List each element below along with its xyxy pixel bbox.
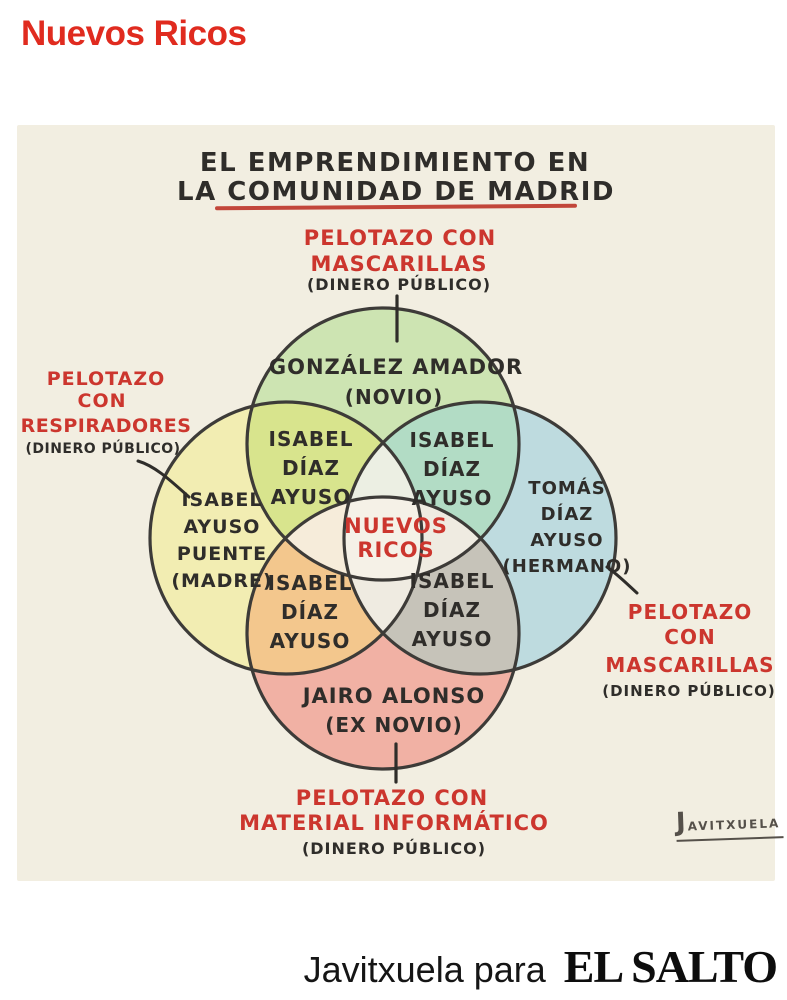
callout-right-note: (DINERO PÚBLICO) [602,682,776,700]
circle-left-outline [148,400,424,676]
circle-left-line2: AYUSO [183,515,261,538]
callout-bottom-line1: PELOTAZO CON [295,786,489,810]
circle-bottom-name: JAIRO ALONSO [302,684,486,708]
overlap-bl-line3: AYUSO [269,629,351,653]
callout-bottom-note: (DINERO PÚBLICO) [301,839,487,858]
pointer-line-left [136,459,191,499]
overlap-tl-line1: ISABEL [268,427,354,451]
cartoon-title-line1: EL EMPRENDIMIENTO EN [199,148,591,178]
circle-right-line1: TOMÁS [528,478,606,499]
artist-signature: JAVITXUELA [675,804,784,842]
callout-left-line2: CON [77,390,127,412]
article-headline: Nuevos Ricos [21,14,247,53]
callout-left-note: (DINERO PÚBLICO) [25,441,181,457]
overlap-bl-line1: ISABEL [267,571,353,595]
center-label-line1: NUEVOS [344,514,448,538]
callout-left-line1: PELOTAZO [46,368,166,390]
center-label: NUEVOS RICOS [344,514,448,562]
callout-top-note: (DINERO PÚBLICO) [306,275,492,294]
circle-left-line4: (MADRE) [171,569,273,592]
circle-right-line4: (HERMANO) [502,555,632,577]
circle-bottom-outline [245,495,521,771]
circle-top-role: (NOVIO) [344,385,444,409]
overlap-bottom-left-label: ISABEL DÍAZ AYUSO [268,569,353,656]
overlap-tr-line1: ISABEL [409,428,495,452]
pointer-line-right [605,565,639,595]
circle-top-name: GONZÁLEZ AMADOR [268,355,524,379]
circle-bottom-role: (EX NOVIO) [325,713,463,737]
circle-left-line3: PUENTE [176,542,268,565]
overlap-top-left-label: ISABEL DÍAZ AYUSO [269,425,354,512]
artist-signature-text: JAVITXUELA [675,804,784,842]
cartoon-title-line2: LA COMUNIDAD DE MADRID [177,177,615,207]
callout-right-line3: MASCARILLAS [605,653,775,677]
circle-right-line3: AYUSO [530,529,604,551]
overlap-tl-line2: DÍAZ [281,456,341,480]
circle-top-outline [245,306,521,582]
circle-left-line1: ISABEL [181,489,263,511]
publication-logo: EL SALTO [563,941,778,992]
overlap-br-line3: AYUSO [411,627,493,651]
overlap-tr-line2: DÍAZ [422,457,482,481]
overlap-bottom-right-label: ISABEL DÍAZ AYUSO [410,567,495,654]
credit-line: Javitxuela para EL SALTO [303,940,778,993]
overlap-top-right-label: ISABEL DÍAZ AYUSO [410,426,495,513]
circle-right-outline [342,400,618,676]
overlap-tr-line3: AYUSO [411,486,493,510]
callout-right-line2: CON [664,625,716,649]
circle-right-line2: DÍAZ [540,503,594,525]
circle-right-label: TOMÁS DÍAZ AYUSO (HERMANO) [503,476,632,580]
overlap-tl-line3: AYUSO [270,485,352,509]
overlap-br-line1: ISABEL [409,569,495,593]
credit-author: Javitxuela para [303,949,546,990]
center-label-line2: RICOS [357,538,435,563]
callout-top-line1: PELOTAZO CON [303,226,497,250]
callout-bottom-line2: MATERIAL INFORMÁTICO [239,811,549,835]
callout-left-line3: RESPIRADORES [20,415,192,437]
callout-top-line2: MASCARILLAS [310,252,488,276]
overlap-bl-line2: DÍAZ [280,600,340,624]
callout-right-line1: PELOTAZO [627,600,753,624]
circle-left-label: ISABEL AYUSO PUENTE (MADRE) [171,487,272,595]
overlap-br-line2: DÍAZ [422,598,482,622]
